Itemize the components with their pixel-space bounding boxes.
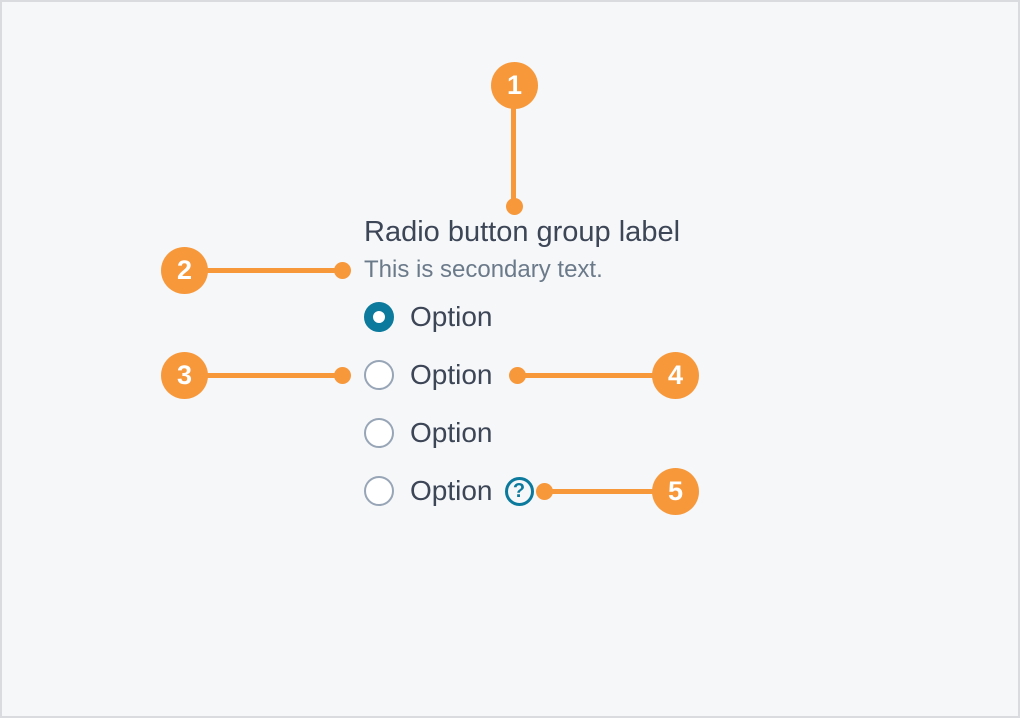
- callout-line-1: [511, 85, 516, 206]
- radio-option-row: Option: [364, 296, 493, 338]
- radio-group-secondary-text: This is secondary text.: [364, 256, 603, 283]
- radio-input[interactable]: [364, 418, 394, 448]
- help-question-icon[interactable]: ?: [504, 476, 534, 506]
- callout-badge-2: 2: [161, 247, 208, 294]
- radio-option-row: Option: [364, 354, 493, 396]
- callout-dot-4: [509, 367, 526, 384]
- callout-dot-3: [334, 367, 351, 384]
- radio-option-row: Option: [364, 412, 493, 454]
- callout-dot-5: [536, 483, 553, 500]
- callout-dot-2: [334, 262, 351, 279]
- callout-line-3: [184, 373, 342, 378]
- callout-line-2: [184, 268, 342, 273]
- radio-option-label[interactable]: Option: [410, 301, 493, 332]
- callout-badge-3: 3: [161, 352, 208, 399]
- radio-option-label[interactable]: Option: [410, 417, 493, 448]
- callout-line-4: [517, 373, 675, 378]
- radio-input-selected[interactable]: [364, 302, 394, 332]
- radio-input[interactable]: [364, 476, 394, 506]
- callout-badge-4: 4: [652, 352, 699, 399]
- radio-group-label: Radio button group label: [364, 216, 681, 248]
- radio-input[interactable]: [364, 360, 394, 390]
- radio-option-label[interactable]: Option: [410, 475, 493, 506]
- radio-option-label[interactable]: Option: [410, 359, 493, 390]
- callout-badge-1: 1: [491, 62, 538, 109]
- callout-dot-1: [506, 198, 523, 215]
- callout-line-5: [544, 489, 675, 494]
- callout-badge-5: 5: [652, 468, 699, 515]
- radio-option-row: Option ?: [364, 470, 534, 512]
